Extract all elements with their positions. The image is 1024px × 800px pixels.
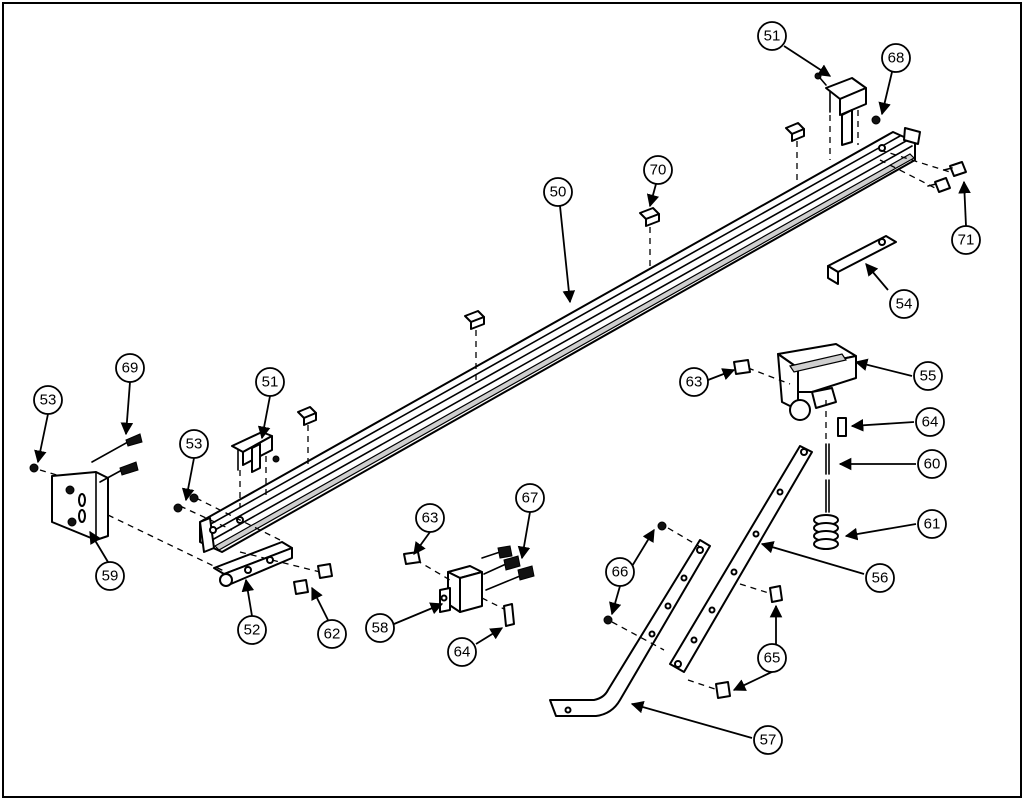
- trolley-part-55: [733, 343, 857, 440]
- callout-66: 66: [605, 557, 635, 587]
- callout-64-trolley: 64: [915, 407, 945, 437]
- callout-63-bracket: 63: [415, 503, 445, 533]
- callout-label: 50: [550, 184, 567, 201]
- callout-58: 58: [365, 613, 395, 643]
- callout-62: 62: [317, 619, 347, 649]
- callout-71: 71: [951, 225, 981, 255]
- door-bracket-part-58: [403, 545, 535, 627]
- callout-label: 63: [422, 510, 439, 527]
- arm-fasteners: [603, 521, 783, 699]
- leader-lines: [34, 45, 971, 739]
- callout-label: 61: [924, 516, 941, 533]
- callout-label: 57: [760, 732, 777, 749]
- spring-pin-assembly: [813, 443, 839, 550]
- clip-part-54: [827, 235, 897, 285]
- callout-54: 54: [889, 289, 919, 319]
- callout-label: 55: [920, 368, 937, 385]
- header-bracket-part-59: [29, 433, 227, 573]
- callout-55: 55: [913, 361, 943, 391]
- callout-63-trolley: 63: [679, 367, 709, 397]
- callout-label: 59: [102, 568, 119, 585]
- callout-label: 71: [958, 232, 975, 249]
- callout-69: 69: [115, 353, 145, 383]
- callout-label: 56: [872, 570, 889, 587]
- callout-label: 70: [650, 162, 667, 179]
- callout-label: 64: [922, 414, 939, 431]
- callout-label: 53: [40, 392, 57, 409]
- callout-label: 54: [896, 296, 913, 313]
- rail-end-fasteners: [871, 115, 967, 193]
- front-bracket-part-52: [173, 493, 333, 595]
- callout-label: 51: [764, 28, 781, 45]
- callout-61: 61: [917, 509, 947, 539]
- rail-part-50: [199, 127, 921, 553]
- rail-cap-part-70: [297, 122, 805, 470]
- callout-50: 50: [543, 177, 573, 207]
- callout-51-front: 51: [255, 367, 285, 397]
- callout-57: 57: [753, 725, 783, 755]
- callout-label: 62: [324, 626, 341, 643]
- callout-label: 53: [186, 436, 203, 453]
- callout-67: 67: [515, 483, 545, 513]
- callout-64-bracket: 64: [447, 637, 477, 667]
- callout-label: 58: [372, 620, 389, 637]
- callout-label: 66: [612, 564, 629, 581]
- callout-59: 59: [95, 561, 125, 591]
- curved-arm-part-57: [549, 539, 711, 717]
- callout-label: 69: [122, 360, 139, 377]
- callout-56: 56: [865, 563, 895, 593]
- callout-51-rear: 51: [757, 21, 787, 51]
- callout-65: 65: [757, 643, 787, 673]
- callout-label: 64: [454, 644, 471, 661]
- callout-label: 60: [924, 456, 941, 473]
- straight-arm-part-56: [669, 445, 813, 673]
- callout-label: 67: [522, 490, 539, 507]
- callout-70: 70: [643, 155, 673, 185]
- callout-label: 65: [764, 650, 781, 667]
- callout-label: 52: [244, 622, 261, 639]
- callout-53-left: 53: [33, 385, 63, 415]
- callout-53-right: 53: [179, 429, 209, 459]
- callout-label: 51: [262, 374, 279, 391]
- callout-label: 68: [888, 50, 905, 67]
- callout-68: 68: [881, 43, 911, 73]
- callout-label: 63: [686, 374, 703, 391]
- callout-60: 60: [917, 449, 947, 479]
- callout-52: 52: [237, 615, 267, 645]
- rail-bracket-part-51-rear: [814, 72, 867, 160]
